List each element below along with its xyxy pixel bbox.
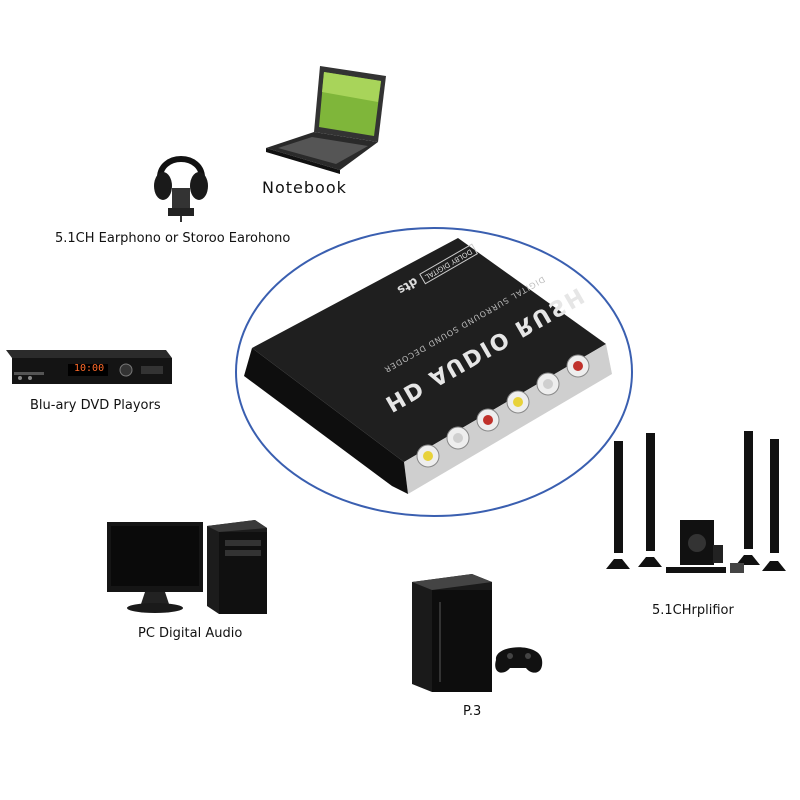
- amplifier-device: [600, 425, 800, 585]
- headphones-icon: [154, 156, 208, 222]
- amplifier-label: 5.1CHrplifior: [652, 603, 734, 618]
- notebook-label: Notebook: [262, 178, 347, 197]
- game-console-icon: [412, 574, 543, 692]
- decoder-device: HD AUDIO RUSH DIGITAL SURROUND SOUND DEC…: [232, 224, 636, 520]
- notebook-device: [262, 62, 392, 174]
- decoder-illustration: [235, 227, 633, 517]
- ps3-label: P.3: [463, 704, 482, 719]
- laptop-icon: [266, 66, 386, 174]
- pc-device: [105, 518, 270, 616]
- earphone-label: 5.1CH Earphono or Storoo Earohono: [55, 231, 291, 246]
- speaker-system-icon: [606, 431, 786, 573]
- dvd-display: 10:00: [74, 363, 105, 374]
- desktop-computer-icon: [107, 520, 267, 614]
- pc-label: PC Digital Audio: [138, 626, 243, 641]
- dvd-device: 10:00: [6, 348, 172, 390]
- ps3-device: [410, 572, 545, 694]
- dvd-player-icon: [6, 350, 172, 384]
- dvd-label: Blu-ary DVD Playors: [30, 398, 161, 413]
- earphone-device: [150, 140, 212, 222]
